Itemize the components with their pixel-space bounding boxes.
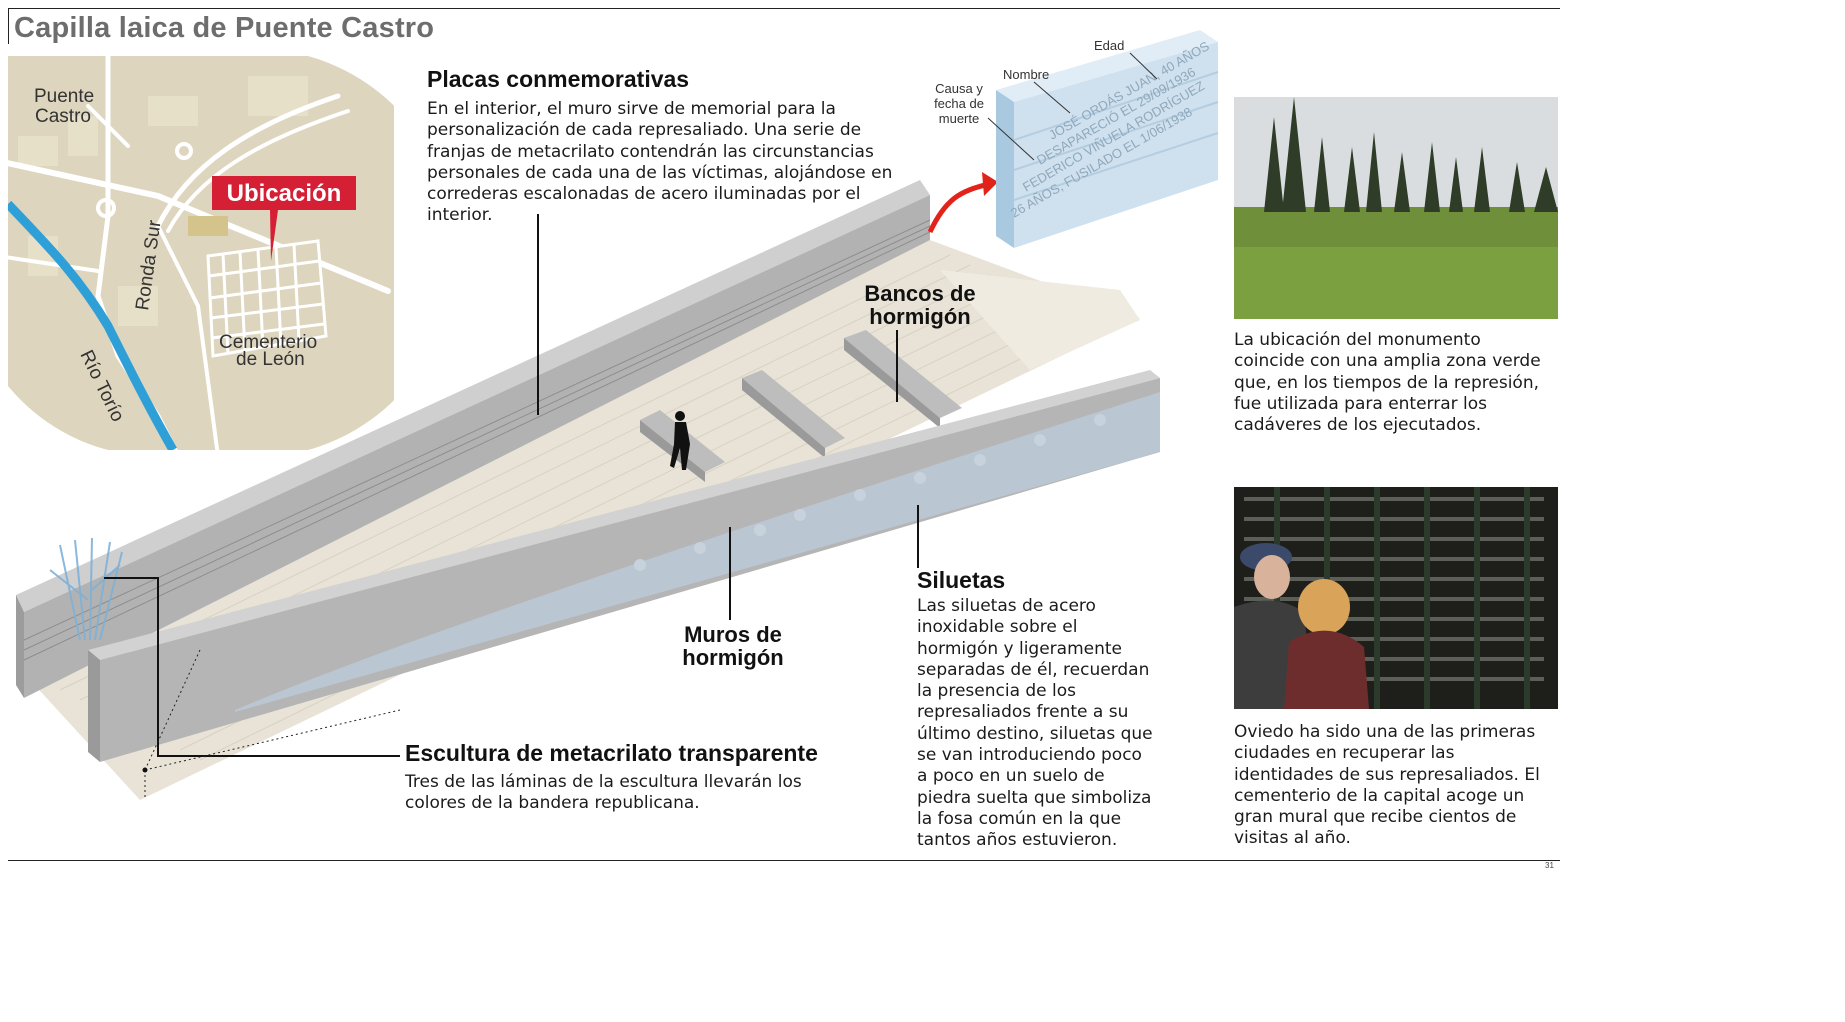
person-figure xyxy=(670,411,690,470)
escultura-heading: Escultura de metacrilato transparente xyxy=(405,740,818,766)
placas-heading: Placas conmemorativas xyxy=(427,66,690,92)
siluetas-text: Las siluetas de acero inoxidable sobre e… xyxy=(917,596,1153,851)
right-wall-top xyxy=(88,370,1160,660)
muros-label: Muros de hormigón xyxy=(682,622,784,670)
bench-3 xyxy=(844,330,962,428)
photo-green-field xyxy=(1234,97,1558,319)
monument-illustration: JOSÉ ORDÁS JUAN, 40 AÑOS DESAPARECIÓ EL … xyxy=(16,30,1219,800)
left-rule xyxy=(8,8,9,44)
map-label-castro: Castro xyxy=(35,106,91,127)
placas-text: En el interior, el muro sirve de memoria… xyxy=(427,99,893,226)
arrow-icon xyxy=(927,181,991,234)
ubicacion-label: Ubicación xyxy=(227,180,342,207)
map-label-puente: Puente xyxy=(34,86,94,107)
sculpture xyxy=(49,537,123,641)
plaque-label-causa: Causa y fecha de muerte xyxy=(934,81,984,126)
siluetas-heading: Siluetas xyxy=(917,567,1006,593)
bench-2 xyxy=(742,370,845,458)
roundabout-icon xyxy=(96,198,116,218)
photo2-caption: Oviedo ha sido una de las primeras ciuda… xyxy=(1234,722,1540,849)
bancos-label: Bancos de hormigón xyxy=(864,281,976,329)
bottom-rule xyxy=(8,860,1560,861)
left-wall-top xyxy=(16,180,930,612)
page-title: Capilla laica de Puente Castro xyxy=(14,12,435,44)
photo1-caption: La ubicación del monumento coincide con … xyxy=(1234,330,1541,436)
page-number: 31 xyxy=(1545,861,1554,870)
photo-mural-visitors xyxy=(1234,487,1558,709)
escultura-text: Tres de las láminas de la escultura llev… xyxy=(405,772,802,814)
river xyxy=(8,200,177,450)
escultura-leader xyxy=(104,577,400,757)
ubicacion-marker xyxy=(212,176,356,210)
metacrylate-plaque: JOSÉ ORDÁS JUAN, 40 AÑOS DESAPARECIÓ EL … xyxy=(996,30,1219,248)
plaque-label-nombre: Nombre xyxy=(1003,67,1050,82)
top-rule xyxy=(8,8,1560,9)
map-label-cementerio: Cementerio xyxy=(219,332,317,353)
location-map: Puente Castro Cementerio de León Ronda S… xyxy=(8,56,394,450)
plaque-label-edad: Edad xyxy=(1094,38,1125,53)
map-label-de-leon: de León xyxy=(236,349,305,370)
